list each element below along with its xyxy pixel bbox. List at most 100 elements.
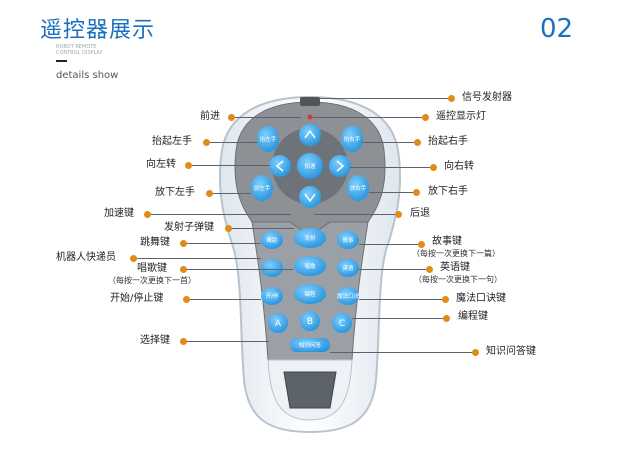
leader-line [232, 228, 294, 229]
sing-button [294, 256, 326, 276]
label-delivery: 机器人快递员 [56, 252, 116, 263]
leader-line [352, 318, 443, 319]
leader-line [187, 243, 261, 244]
svg-text:发射: 发射 [304, 234, 316, 242]
dot [448, 95, 455, 102]
dot [422, 114, 429, 121]
leader-line [192, 165, 270, 166]
down-button [299, 186, 321, 208]
page-title: 遥控器展示 [40, 18, 156, 43]
label-forward: 前进 [200, 111, 220, 122]
dot [395, 211, 402, 218]
leader-line [313, 117, 422, 118]
leader-line [369, 192, 413, 193]
leader-line [187, 269, 293, 270]
section-number: 02 [540, 14, 574, 44]
svg-text:A: A [275, 319, 282, 329]
right-turn-button [329, 155, 351, 177]
leader-line [190, 299, 261, 300]
label-lower-right: 放下右手 [428, 186, 468, 197]
label-story: 故事键 [432, 236, 462, 247]
raise-right-button [341, 126, 363, 152]
label-indicator: 遥控显示灯 [436, 111, 486, 122]
story-button [337, 231, 359, 249]
deliver-button [261, 259, 283, 277]
dot [130, 255, 137, 262]
label-fire: 发射子弹键 [164, 222, 214, 233]
label-sing: 唱歌键 [137, 263, 167, 274]
label-lower-left: 放下左手 [155, 187, 195, 198]
svg-text:唱歌: 唱歌 [304, 262, 316, 270]
lower-right-button [347, 175, 369, 201]
svg-text:开/停: 开/停 [266, 292, 279, 300]
play-button [261, 287, 283, 305]
leader-line [359, 299, 442, 300]
leader-line [210, 142, 258, 143]
dot [180, 266, 187, 273]
label-english: 英语键 [440, 262, 470, 273]
dance-button [261, 231, 283, 249]
leader-line [320, 98, 448, 99]
leader-line [359, 269, 426, 270]
dot [443, 315, 450, 322]
lower-left-button [251, 175, 273, 201]
dot [180, 240, 187, 247]
b-button [300, 311, 320, 331]
svg-text:知识问答: 知识问答 [299, 341, 322, 349]
raise-left-button [257, 126, 279, 152]
label-dance: 跳舞键 [140, 237, 170, 248]
label-back: 后退 [410, 208, 430, 219]
label-speed: 加速键 [104, 208, 134, 219]
a-button [268, 313, 288, 333]
tiny-caption: ROBOT REMOTE CONTROL DISPLAY [56, 44, 103, 56]
label-english-sub: （每按一次更换下一句） [414, 275, 502, 284]
leader-line [330, 352, 472, 353]
left-turn-button [269, 155, 291, 177]
label-signal: 信号发射器 [462, 92, 512, 103]
english-button [337, 259, 359, 277]
svg-text:英语: 英语 [342, 264, 354, 272]
leader-line [350, 167, 430, 168]
label-quiz: 知识问答键 [486, 346, 536, 357]
label-start-stop: 开始/停止键 [110, 293, 164, 304]
leader-line [235, 117, 301, 118]
dot [206, 190, 213, 197]
leader-line [151, 214, 291, 215]
label-turn-left: 向左转 [146, 159, 176, 170]
svg-text:放右手: 放右手 [350, 184, 367, 192]
dot [426, 266, 433, 273]
title-divider [56, 60, 67, 62]
label-select: 选择键 [140, 335, 170, 346]
fire-button [294, 228, 326, 248]
dot [225, 225, 232, 232]
c-button [332, 313, 352, 333]
quiz-button [290, 338, 330, 352]
signal-emitter [300, 97, 320, 106]
dot [413, 189, 420, 196]
leader-line [137, 258, 261, 259]
dot [203, 139, 210, 146]
svg-text:编程: 编程 [304, 290, 316, 298]
dot [418, 241, 425, 248]
svg-text:抬左手: 抬左手 [260, 135, 277, 143]
details-caption: details show [56, 70, 119, 81]
svg-text:B: B [307, 317, 313, 327]
leader-line [314, 214, 395, 215]
svg-text:魔法口诀: 魔法口诀 [337, 292, 360, 300]
dot [183, 296, 190, 303]
svg-text:C: C [339, 319, 345, 329]
up-button [299, 124, 321, 146]
speed-button-label: 加速 [304, 162, 316, 170]
dot [442, 296, 449, 303]
dot [430, 164, 437, 171]
leader-line [362, 142, 414, 143]
program-button [294, 284, 326, 304]
svg-text:故事: 故事 [342, 236, 354, 244]
dot [144, 211, 151, 218]
svg-text:抬右手: 抬右手 [344, 135, 361, 143]
magic-button [337, 287, 359, 305]
svg-text:舞蹈: 舞蹈 [266, 236, 278, 244]
leader-line [187, 341, 269, 342]
svg-text:放左手: 放左手 [254, 184, 271, 192]
